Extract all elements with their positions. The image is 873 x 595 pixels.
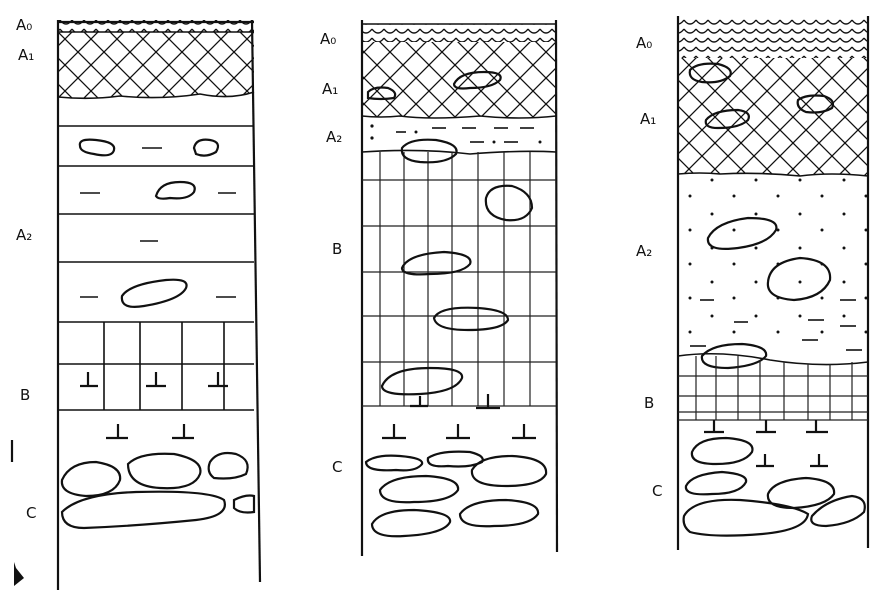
soil-profile-right: A₀ A₁ A₂ B C bbox=[636, 16, 868, 550]
label-left-a0: A₀ bbox=[16, 16, 32, 34]
label-left-a2: A₂ bbox=[16, 226, 32, 244]
label-middle-b: B bbox=[332, 240, 342, 258]
soil-profile-left: A₀ A₁ A₂ B C bbox=[12, 16, 260, 590]
label-right-c: C bbox=[652, 482, 662, 500]
label-left-a1: A₁ bbox=[18, 46, 34, 64]
label-middle-a2: A₂ bbox=[326, 128, 342, 146]
label-right-a2: A₂ bbox=[636, 242, 652, 260]
label-left-c: C bbox=[26, 504, 36, 522]
label-middle-c: C bbox=[332, 458, 342, 476]
label-left-b: B bbox=[20, 386, 30, 404]
label-right-b: B bbox=[644, 394, 654, 412]
label-middle-a1: A₁ bbox=[322, 80, 338, 98]
label-middle-a0: A₀ bbox=[320, 30, 336, 48]
label-right-a1: A₁ bbox=[640, 110, 656, 128]
label-right-a0: A₀ bbox=[636, 34, 652, 52]
soil-profile-middle: A₀ A₁ A₂ B C bbox=[320, 20, 557, 556]
